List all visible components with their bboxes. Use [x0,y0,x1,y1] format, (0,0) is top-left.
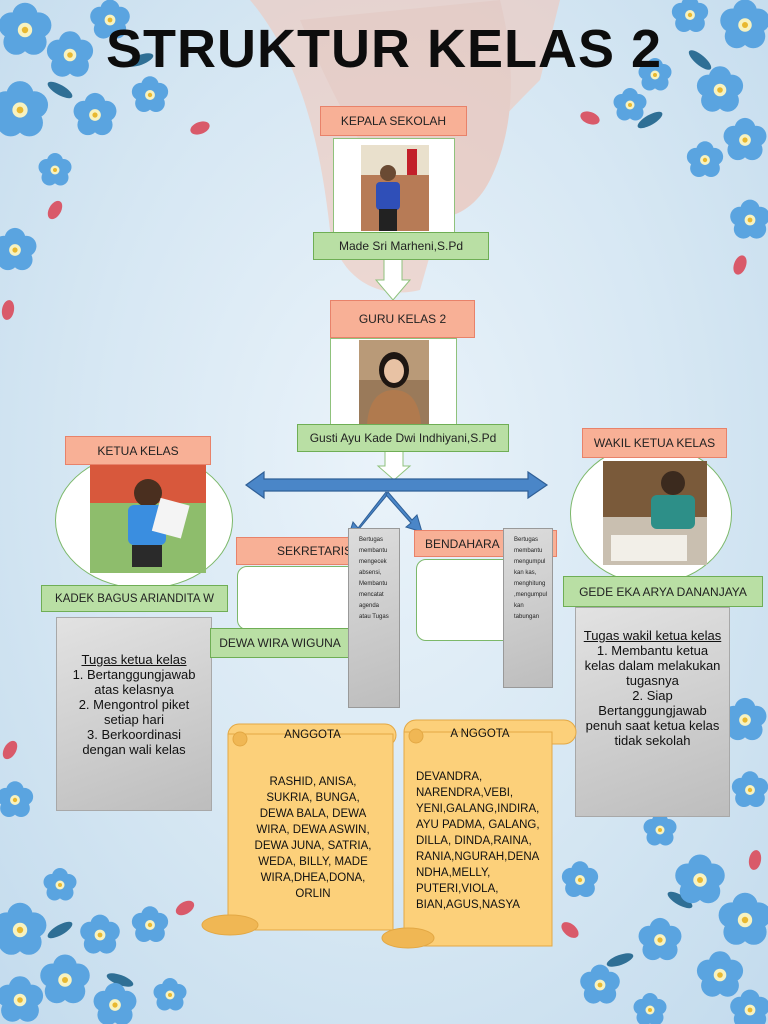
wakil-ketua-role-label: WAKIL KETUA KELAS [582,428,727,458]
page-title: STRUKTUR KELAS 2 [105,19,663,79]
anggota-left-scroll [201,723,397,936]
arrow-down-icon [374,257,412,301]
anggota-left-line: ORLIN [295,888,331,900]
sekretaris-tugas-line: atau Tugas [359,614,389,620]
wakil-ketua-tugas-note: Tugas wakil ketua kelas 1. Membantu ketu… [575,607,730,817]
wakil-tugas-item: 1. Membantu ketua kelas dalam melakukan … [584,643,721,688]
anggota-right-title: A NGGOTA [450,728,510,740]
anggota-right-line: AYU PADMA, GALANG, [416,819,540,831]
anggota-left-line: DEWA BALA, DEWA [259,808,367,820]
bendahara-tugas-line: mengumpul [514,559,546,565]
anggota-right-scroll [381,719,577,949]
arrow-down-icon [376,447,412,481]
anggota-right-line: PUTERI,VIOLA, [416,883,499,895]
anggota-right-line: DEVANDRA, [416,771,483,783]
sekretaris-tugas-line: absensi, [359,570,382,576]
kepala-sekolah-photo-frame [333,138,455,238]
wakil-ketua-tugas-title: Tugas wakil ketua kelas [583,628,722,643]
bendahara-tugas-line: Bertugas [514,537,539,543]
kepala-sekolah-role-label: KEPALA SEKOLAH [320,106,467,136]
anggota-left-line: WIRA, DEWA ASWIN, [256,824,370,836]
anggota-left-line: WIRA,DHEA,DONA, [260,872,366,884]
sekretaris-role-label: SEKRETARIS [236,537,368,565]
guru-kelas-name: Gusti Ayu Kade Dwi Indhiyani,S.Pd [297,424,509,452]
bendahara-tugas-line: kan [514,603,524,609]
person-photo [90,465,206,573]
bendahara-tugas-line: ,mengumpul [514,592,548,598]
ketua-tugas-item: 2. Mengontrol piket setiap hari [78,697,190,727]
bendahara-tugas-line: tabungan [514,614,540,620]
anggota-right-line: NDHA,MELLY, [416,867,491,879]
anggota-right-line: BIAN,AGUS,NASYA [416,899,520,911]
sekretaris-tugas-note: Bertugas membantu mengecek absensi, Memb… [348,528,400,708]
ketua-kelas-name: KADEK BAGUS ARIANDITA W [41,585,228,612]
anggota-left-title: ANGGOTA [284,729,341,741]
anggota-right-line: RANIA,NGURAH,DENA [416,851,540,863]
sekretaris-tugas-line: agenda [359,603,380,609]
sekretaris-tugas-line: mencatat [359,592,384,598]
bendahara-tugas-note: Bertugas membantu mengumpul kan kas, men… [503,528,553,688]
anggota-right-line: YENI,GALANG,INDIRA, [416,803,540,815]
sekretaris-tugas-line: mengecek [359,559,387,565]
sekretaris-bubble [237,566,357,630]
bendahara-tugas-line: membantu [514,548,543,554]
person-photo [361,145,429,231]
anggota-left-line: WEDA, BILLY, MADE [258,856,368,868]
sekretaris-tugas-line: Bertugas [359,537,384,543]
ketua-kelas-tugas-title: Tugas ketua kelas [81,652,187,667]
wakil-tugas-item: 2. Siap Bertanggungjawab penuh saat ketu… [585,688,720,748]
anggota-left-list: RASHID, ANISA, SUKRIA, BUNGA, DEWA BALA,… [232,774,394,902]
anggota-left-line: RASHID, ANISA, [269,776,357,788]
anggota-right-line: DILLA, DINDA,RAINA, [416,835,532,847]
sekretaris-tugas-line: membantu [359,548,388,554]
sekretaris-tugas-line: Membantu [359,581,388,587]
wakil-ketua-name: GEDE EKA ARYA DANANJAYA [563,576,763,607]
anggota-right-line: NARENDRA,VEBI, [416,787,514,799]
guru-kelas-photo-frame [330,338,457,428]
person-photo [359,340,429,424]
arrow-down-right-icon [385,491,423,533]
anggota-left-line: SUKRIA, BUNGA, [266,792,360,804]
ketua-kelas-tugas-note: Tugas ketua kelas 1. Bertanggungjawab at… [56,617,212,811]
ketua-tugas-item: 3. Berkoordinasi dengan wali kelas [82,727,186,757]
ketua-kelas-role-label: KETUA KELAS [65,436,211,465]
person-photo [603,461,707,565]
kepala-sekolah-name: Made Sri Marheni,S.Pd [313,232,489,260]
guru-kelas-role-label: GURU KELAS 2 [330,300,475,338]
anggota-right-list: DEVANDRA, NARENDRA,VEBI, YENI,GALANG,IND… [416,769,552,913]
bendahara-tugas-line: menghitung [514,581,546,587]
anggota-left-line: DEWA JUNA, SATRIA, [254,840,372,852]
bendahara-tugas-line: kan kas, [514,570,537,576]
sekretaris-name: DEWA WIRA WIGUNA [210,628,350,658]
double-arrow-icon [244,470,549,500]
ketua-tugas-item: 1. Bertanggungjawab atas kelasnya [72,667,196,697]
